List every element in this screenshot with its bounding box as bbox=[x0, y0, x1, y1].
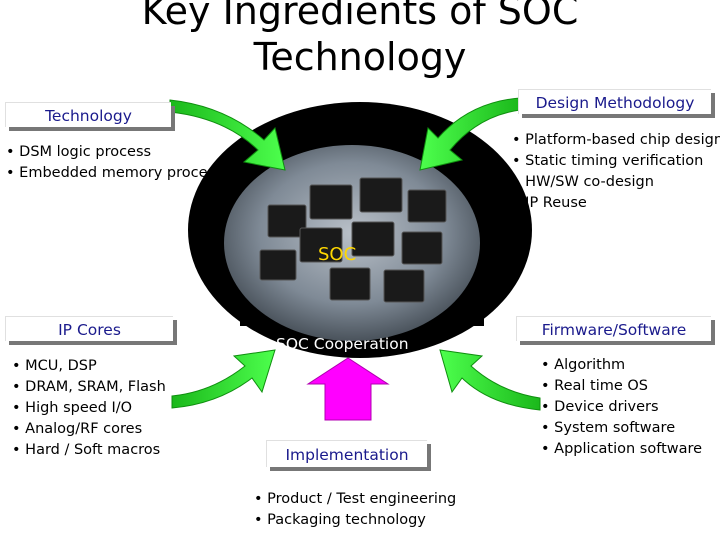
list-item: • Hard / Soft macros bbox=[12, 442, 161, 458]
chip-packages bbox=[259, 177, 447, 303]
technology-box: Technology bbox=[5, 102, 171, 127]
list-item: • HW/SW co-design bbox=[512, 174, 654, 190]
list-item: • Packaging technology bbox=[254, 512, 426, 528]
list-item: • Application software bbox=[541, 441, 703, 457]
firmware-software-label: Firmware/Software bbox=[541, 321, 687, 339]
technology-list: • DSM logic process • Embedded memory pr… bbox=[6, 142, 223, 184]
slide-title: Key Ingredients of SOC Technology bbox=[0, 0, 720, 80]
technology-label: Technology bbox=[45, 107, 132, 125]
list-item: • Embedded memory process bbox=[6, 165, 223, 181]
arrow-technology bbox=[169, 99, 286, 171]
ip-cores-label: IP Cores bbox=[58, 321, 121, 339]
list-item: • Analog/RF cores bbox=[12, 421, 143, 437]
ip-cores-list: • MCU, DSP • DRAM, SRAM, Flash • High sp… bbox=[12, 356, 166, 461]
ip-cores-box: IP Cores bbox=[5, 316, 173, 341]
title-line-1: Key Ingredients of SOC bbox=[141, 0, 579, 33]
soc-label: SOC bbox=[318, 244, 357, 265]
implementation-list: • Product / Test engineering • Packaging… bbox=[254, 489, 456, 531]
list-item: • Static timing verification bbox=[512, 153, 704, 169]
list-item: • MCU, DSP bbox=[12, 358, 97, 374]
list-item: • DRAM, SRAM, Flash bbox=[12, 379, 166, 395]
soc-cooperation-label: SOC Cooperation bbox=[276, 335, 409, 353]
design-methodology-label: Design Methodology bbox=[535, 94, 695, 112]
arrow-implementation bbox=[306, 357, 390, 421]
list-item: • Platform-based chip design bbox=[512, 132, 720, 148]
list-item: • Real time OS bbox=[541, 378, 649, 394]
list-item: • High speed I/O bbox=[12, 400, 133, 416]
list-item: • System software bbox=[541, 420, 676, 436]
list-item: • Device drivers bbox=[541, 399, 659, 415]
arrow-ip-cores bbox=[171, 349, 276, 409]
implementation-box: Implementation bbox=[266, 440, 427, 467]
list-item: • Product / Test engineering bbox=[254, 491, 457, 507]
firmware-software-box: Firmware/Software bbox=[516, 316, 711, 341]
list-item: • DSM logic process bbox=[6, 144, 152, 160]
design-methodology-list: • Platform-based chip design • Static ti… bbox=[512, 130, 720, 214]
design-methodology-box: Design Methodology bbox=[518, 89, 711, 114]
title-line-2: Technology bbox=[253, 35, 467, 79]
list-item: • Algorithm bbox=[541, 357, 626, 373]
firmware-software-list: • Algorithm • Real time OS • Device driv… bbox=[541, 355, 702, 460]
list-item: • IP Reuse bbox=[512, 195, 587, 211]
implementation-label: Implementation bbox=[285, 446, 409, 464]
arrow-design-methodology bbox=[419, 97, 521, 171]
arrow-firmware-software bbox=[439, 349, 541, 411]
